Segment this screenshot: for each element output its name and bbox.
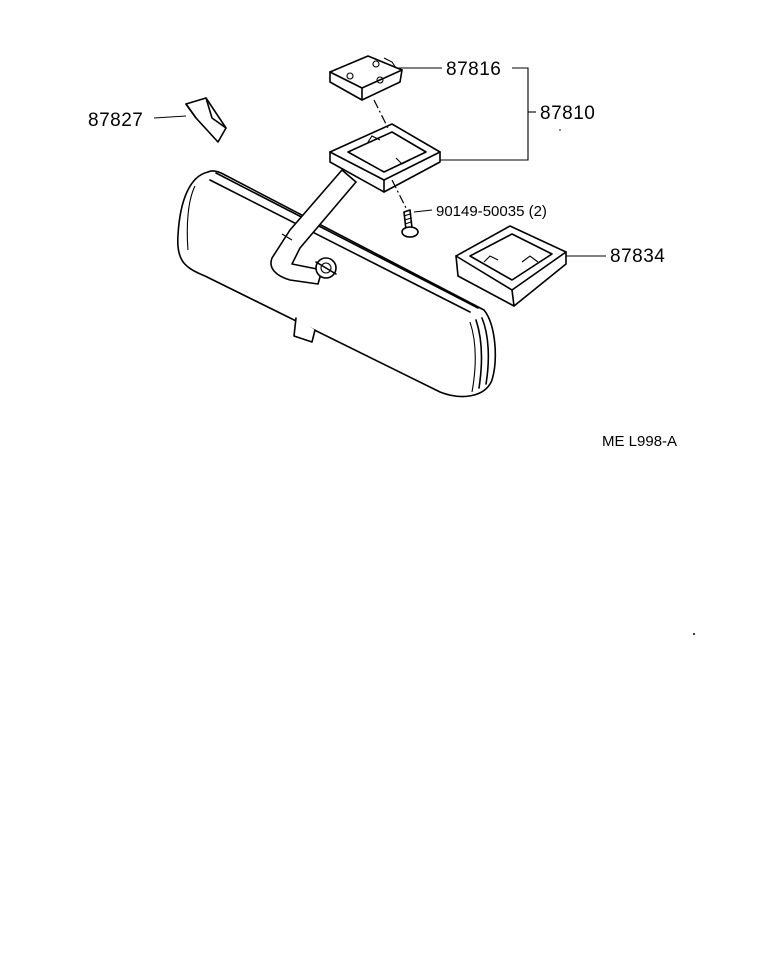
mirror-body: [177, 170, 497, 398]
screw-90149: [401, 209, 419, 238]
leader-lines: [153, 67, 606, 257]
cover-87834: [455, 225, 567, 307]
bracket-87810: [329, 123, 441, 193]
mirror-stay: [270, 169, 357, 285]
callout-87810: 87810: [540, 103, 595, 124]
cover-87827: [185, 97, 227, 143]
speck-mark: [693, 633, 695, 635]
speck-mark: [559, 129, 561, 131]
callout-87827: 87827: [88, 110, 143, 131]
reference-code: ME L998-A: [602, 433, 677, 450]
callout-90149-50035: 90149-50035 (2): [436, 203, 547, 220]
callout-87816: 87816: [446, 59, 501, 80]
plate-87816: [329, 55, 403, 101]
callout-87834: 87834: [610, 246, 665, 267]
